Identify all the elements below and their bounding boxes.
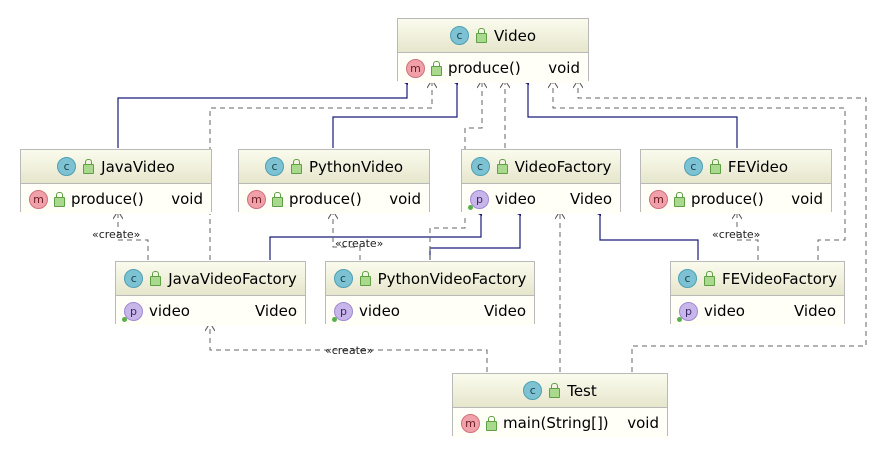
method-name: produce(): [691, 190, 764, 208]
public-lock-icon: [83, 159, 95, 174]
public-lock-icon: [359, 271, 371, 286]
dep-javafactory-javavideo: [118, 211, 149, 260]
class-icon: c: [678, 269, 698, 288]
dep-fefactory-fevideo: [737, 211, 759, 260]
class-icon: c: [449, 26, 469, 45]
public-lock-icon: [704, 271, 716, 286]
class-name: PythonVideoFactory: [377, 269, 527, 288]
class-icon: c: [683, 157, 703, 176]
method-type: void: [627, 414, 659, 432]
method-type: void: [171, 190, 203, 208]
inherit-javavideo-video: [117, 75, 408, 148]
static-method-icon: m: [461, 413, 480, 433]
class-name: JavaVideo: [101, 157, 175, 176]
method-icon: m: [406, 58, 425, 78]
method-icon: m: [649, 189, 668, 209]
class-name: Test: [567, 381, 597, 400]
property-name: video: [495, 190, 536, 208]
class-name: FEVideo: [727, 157, 789, 176]
dep-test-javafactory: [210, 323, 488, 372]
abstract-class-icon: c: [470, 157, 490, 176]
method-name: main(String[]): [503, 414, 609, 432]
public-lock-icon: [290, 159, 302, 174]
property-type: Video: [483, 302, 526, 320]
property-icon: p: [332, 301, 353, 322]
class-icon: c: [264, 157, 284, 176]
inherit-fefactory-factory: [591, 206, 699, 260]
class-javavideo[interactable]: c JavaVideo m produce() void: [20, 149, 212, 214]
public-lock-icon: [486, 415, 497, 431]
create-label: «create»: [92, 228, 141, 241]
method-row[interactable]: m produce() void: [239, 184, 429, 214]
class-name: JavaVideoFactory: [168, 269, 297, 288]
method-row[interactable]: m produce() void: [641, 184, 831, 214]
dep-fefactory-video: [553, 80, 846, 260]
method-name: produce(): [71, 190, 144, 208]
inherit-pythonfactory-factory: [429, 206, 521, 260]
method-row[interactable]: m main(String[]) void: [453, 408, 667, 438]
property-type: Video: [569, 190, 612, 208]
class-name: PythonVideo: [308, 157, 404, 176]
property-icon: p: [122, 301, 143, 322]
class-name: FEVideoFactory: [722, 269, 837, 288]
inherit-pythonvideo-video: [332, 75, 458, 148]
class-icon: c: [333, 269, 353, 288]
create-label: «create»: [325, 344, 374, 357]
public-lock-icon: [709, 159, 721, 174]
runnable-class-icon: c: [523, 381, 543, 400]
class-icon: c: [124, 269, 144, 288]
property-icon: p: [468, 189, 489, 210]
create-label: «create»: [335, 237, 384, 250]
public-lock-icon: [674, 191, 685, 207]
public-lock-icon: [549, 383, 561, 398]
public-lock-icon: [496, 159, 508, 174]
class-fevideo[interactable]: c FEVideo m produce() void: [640, 149, 832, 214]
method-type: void: [548, 59, 580, 77]
public-lock-icon: [272, 191, 283, 207]
class-test[interactable]: c Test m main(String[]) void: [452, 373, 668, 438]
dep-pythonfactory-pythonvideo: [333, 211, 361, 260]
property-type: Video: [254, 302, 297, 320]
property-name: video: [359, 302, 400, 320]
method-name: produce(): [448, 59, 521, 77]
class-name: VideoFactory: [514, 157, 612, 176]
inherit-javafactory-factory: [269, 206, 482, 260]
property-type: Video: [793, 302, 836, 320]
public-lock-icon: [431, 60, 442, 76]
public-lock-icon: [150, 271, 162, 286]
create-label: «create»: [712, 228, 761, 241]
method-icon: m: [29, 189, 48, 209]
property-name: video: [704, 302, 745, 320]
property-name: video: [149, 302, 190, 320]
dep-test-video: [578, 80, 867, 372]
public-lock-icon: [475, 28, 487, 43]
method-row[interactable]: m produce() void: [398, 53, 588, 83]
class-icon: c: [57, 157, 77, 176]
method-row[interactable]: m produce() void: [21, 184, 211, 214]
class-video[interactable]: c Video m produce() void: [397, 18, 589, 83]
public-lock-icon: [54, 191, 65, 207]
method-type: void: [791, 190, 823, 208]
class-name: Video: [493, 26, 537, 45]
inherit-fevideo-video: [519, 75, 738, 148]
method-icon: m: [247, 189, 266, 209]
method-type: void: [389, 190, 421, 208]
method-name: produce(): [289, 190, 362, 208]
class-pythonvideo[interactable]: c PythonVideo m produce() void: [238, 149, 430, 214]
property-icon: p: [677, 301, 698, 322]
